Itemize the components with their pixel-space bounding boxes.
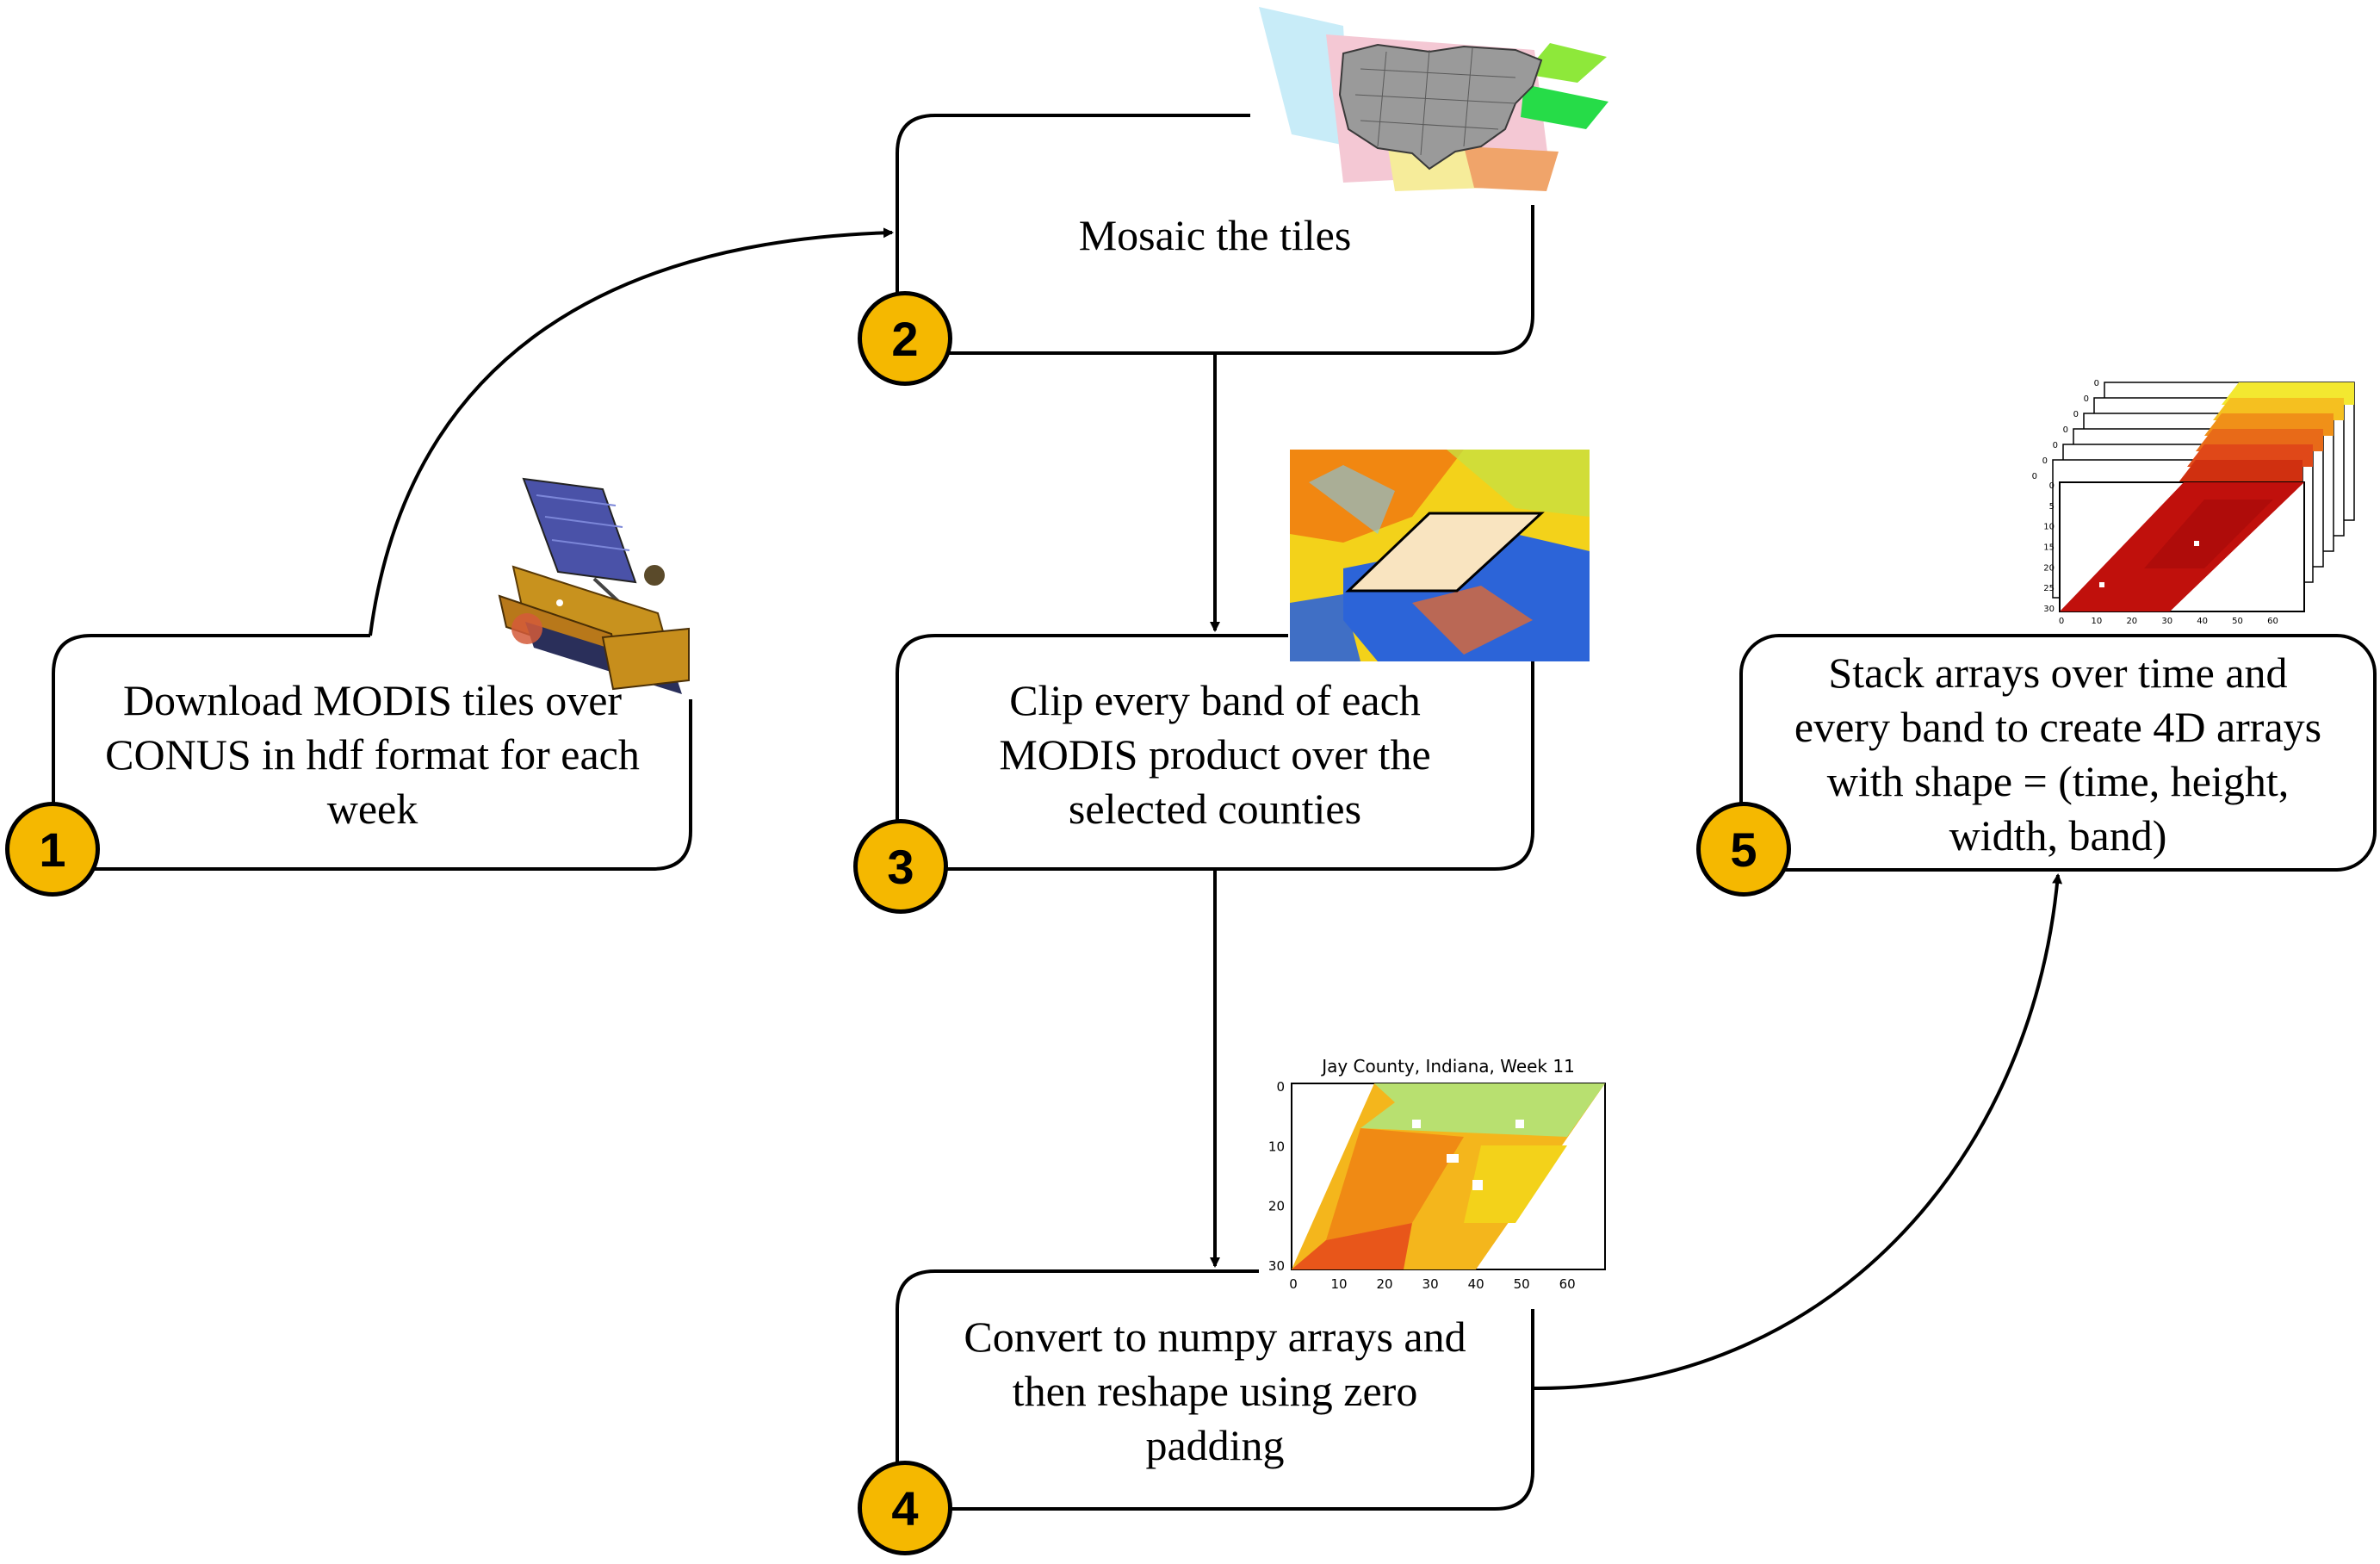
step-5-line: width, band): [1949, 811, 2167, 860]
step-4-line: Convert to numpy arrays and: [964, 1313, 1466, 1361]
step-1-line: week: [326, 785, 418, 833]
step-3-text: Clip every band of each MODIS product ov…: [904, 673, 1526, 836]
step-1-line: Download MODIS tiles over: [122, 676, 623, 724]
step-1-text: Download MODIS tiles over CONUS in hdf f…: [60, 673, 685, 836]
step-5-text: Stack arrays over time and every band to…: [1748, 646, 2368, 863]
clip-map-icon: [1290, 450, 1590, 661]
array-plot-title: Jay County, Indiana, Week 11: [1322, 1056, 1575, 1077]
step-badge-1: 1: [5, 802, 100, 897]
step-badge-2: 2: [858, 291, 952, 386]
us-map-icon: [1259, 7, 1608, 191]
step-3-line: selected counties: [1068, 785, 1362, 833]
step5-box: [1739, 634, 2377, 872]
step-4-line: padding: [1145, 1421, 1285, 1469]
step-4-text: Convert to numpy arrays and then reshape…: [904, 1310, 1526, 1473]
step-1-line: CONUS in hdf format for each: [105, 730, 640, 779]
satellite-icon: [498, 477, 690, 694]
step-badge-3: 3: [853, 819, 948, 914]
step-5-line: every band to create 4D arrays: [1794, 703, 2322, 751]
step-3-line: Clip every band of each: [1009, 676, 1421, 724]
step-2-line: Mosaic the tiles: [1078, 211, 1352, 259]
step-3-line: MODIS product over the: [999, 730, 1431, 779]
step-5-line: with shape = (time, height,: [1826, 757, 2290, 805]
step-4-line: then reshape using zero: [1012, 1367, 1418, 1415]
stacked-plot: [2052, 382, 2355, 612]
step-5-line: Stack arrays over time and: [1828, 649, 2288, 697]
step-badge-4: 4: [858, 1461, 952, 1555]
arrow-4-to-5: [1532, 873, 2063, 1391]
step-badge-5: 5: [1696, 802, 1791, 897]
step-2-text: Mosaic the tiles: [904, 208, 1526, 263]
arrow-1-to-2: [369, 227, 894, 636]
array-plot: [1291, 1083, 1606, 1270]
